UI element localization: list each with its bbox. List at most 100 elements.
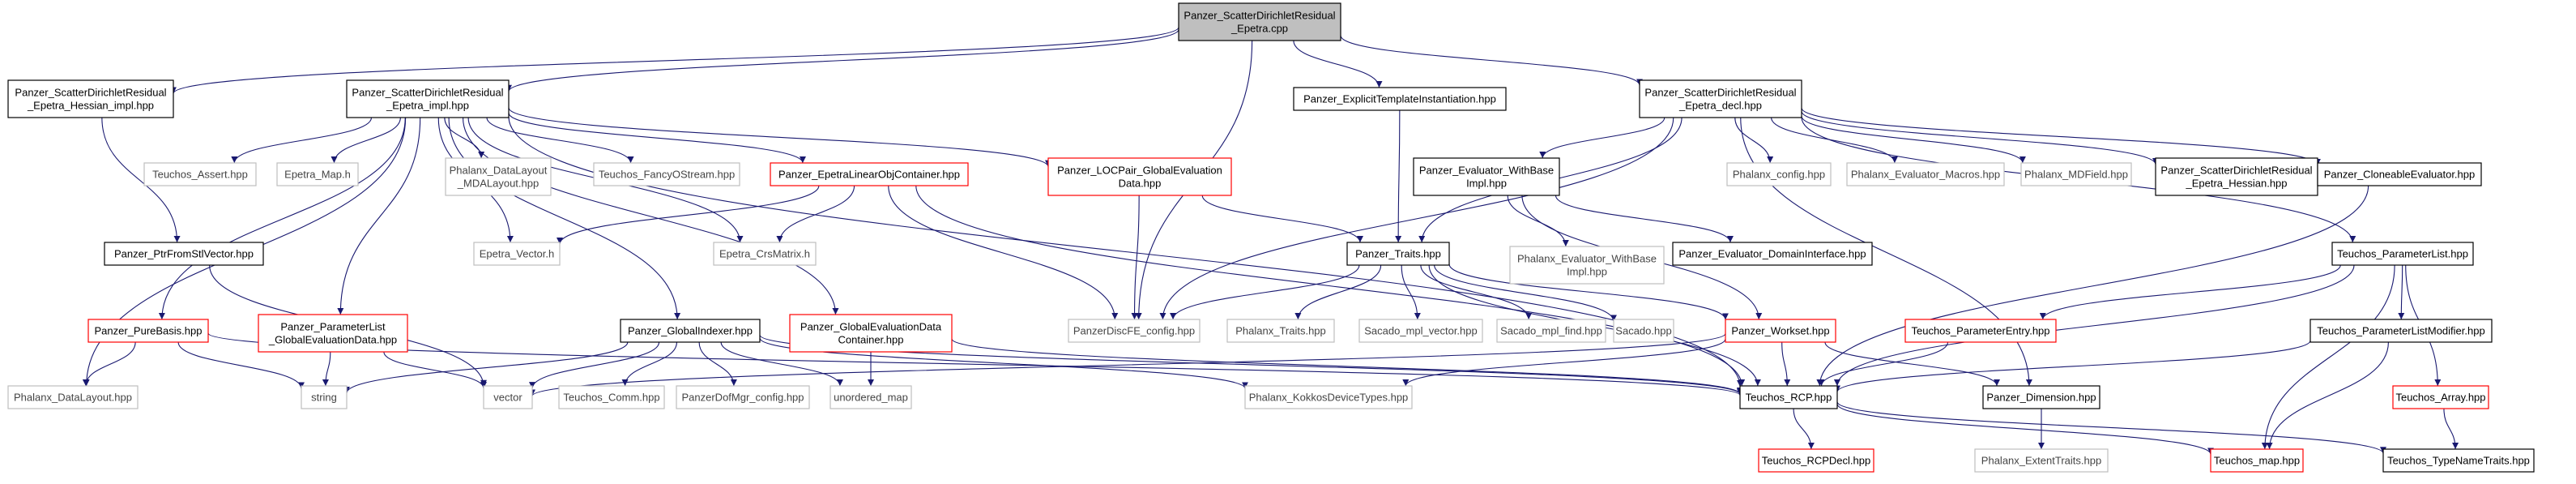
node-label: Phalanx_ExtentTraits.hpp — [1981, 455, 2101, 467]
edge-gindexer-to-comm — [621, 341, 677, 387]
edge-workset-to-vector — [529, 333, 1726, 396]
node-sacado[interactable]: Sacado.hpp — [1613, 319, 1674, 343]
node-domain-iface[interactable]: Panzer_Evaluator_DomainInterface.hpp — [1672, 242, 1873, 266]
node-label: _GlobalEvaluationData.hpp — [268, 334, 397, 346]
node-decl[interactable]: Panzer_ScatterDirichletResidual_Epetra_d… — [1639, 79, 1802, 118]
node-fancy[interactable]: Teuchos_FancyOStream.hpp — [593, 162, 740, 186]
node-box — [770, 162, 969, 186]
node-dimension[interactable]: Panzer_Dimension.hpp — [1982, 385, 2100, 409]
node-label: Teuchos_Array.hpp — [2395, 392, 2485, 404]
node-label: Panzer_Evaluator_WithBase — [1419, 165, 1554, 177]
node-mpl-find[interactable]: Sacado_mpl_find.hpp — [1496, 319, 1606, 343]
node-phx-traits[interactable]: Phalanx_Traits.hpp — [1226, 319, 1335, 343]
edge-gindexer-to-dofmgr — [698, 341, 737, 387]
node-discfe[interactable]: PanzerDiscFE_config.hpp — [1068, 319, 1201, 343]
node-label: Panzer_ScatterDirichletResidual — [1184, 10, 1335, 22]
node-phx-datalayout[interactable]: Phalanx_DataLayout.hpp — [7, 385, 139, 409]
node-mdfield[interactable]: Phalanx_MDField.hpp — [2020, 162, 2132, 186]
node-label: Sacado_mpl_find.hpp — [1500, 325, 1602, 337]
edge-impl-to-pl-ged — [337, 117, 421, 315]
node-gindexer[interactable]: Panzer_GlobalIndexer.hpp — [620, 319, 761, 343]
node-purebasis[interactable]: Panzer_PureBasis.hpp — [87, 319, 209, 343]
node-array[interactable]: Teuchos_Array.hpp — [2392, 385, 2489, 409]
node-label: _Epetra.cpp — [1230, 23, 1288, 35]
node-box — [87, 319, 209, 343]
edge-rcp-to-typename — [1836, 401, 2386, 454]
node-epetra-map[interactable]: Epetra_Map.h — [276, 162, 359, 186]
node-assert[interactable]: Teuchos_Assert.hpp — [143, 162, 257, 186]
node-label: Panzer_ScatterDirichletResidual — [2160, 165, 2312, 177]
node-box — [473, 242, 561, 266]
node-impl[interactable]: Panzer_ScatterDirichletResidual_Epetra_i… — [346, 79, 510, 118]
edge-decl-to-eval-macros — [1771, 117, 1898, 164]
node-box — [483, 385, 533, 409]
edge-impl-to-purebasis — [158, 117, 406, 320]
node-label: Epetra_Vector.h — [480, 248, 555, 260]
node-box — [1726, 162, 1832, 186]
node-box — [2331, 242, 2474, 266]
node-box — [104, 242, 264, 266]
node-label: Panzer_GlobalEvaluationData — [800, 321, 942, 333]
edge-rcp-to-tmap — [1836, 403, 2214, 455]
node-workset[interactable]: Panzer_Workset.hpp — [1725, 319, 1836, 343]
node-traits[interactable]: Panzer_Traits.hpp — [1346, 242, 1450, 266]
edge-paramlist-to-param-entry — [2039, 264, 2341, 320]
node-label: Panzer_Traits.hpp — [1355, 248, 1441, 260]
node-crs[interactable]: Epetra_CrsMatrix.h — [713, 242, 817, 266]
node-param-entry[interactable]: Teuchos_ParameterEntry.hpp — [1904, 319, 2057, 343]
node-dofmgr[interactable]: PanzerDofMgr_config.hpp — [676, 385, 810, 409]
node-label: Teuchos_RCP.hpp — [1746, 392, 1832, 404]
edge-root-to-explicit — [1293, 40, 1383, 88]
node-mdalayout[interactable]: Phalanx_DataLayout_MDALayout.hpp — [445, 157, 552, 196]
node-eval-macros[interactable]: Phalanx_Evaluator_Macros.hpp — [1846, 162, 2005, 186]
node-label: Teuchos_TypeNameTraits.hpp — [2387, 455, 2530, 467]
node-ptrfrom[interactable]: Panzer_PtrFromStlVector.hpp — [104, 242, 264, 266]
edge-traits-to-phx-traits — [1294, 264, 1382, 320]
node-label: Panzer_GlobalIndexer.hpp — [628, 325, 753, 337]
node-umap[interactable]: unordered_map — [830, 385, 912, 409]
edge-eloc-to-discfe — [888, 185, 1119, 320]
node-rcp[interactable]: Teuchos_RCP.hpp — [1739, 385, 1838, 409]
node-label: Panzer_ParameterList — [280, 321, 386, 333]
node-label: Panzer_EpetraLinearObjContainer.hpp — [778, 169, 960, 181]
node-box — [1846, 162, 2005, 186]
node-locpair[interactable]: Panzer_LOCPair_GlobalEvaluationData.hpp — [1047, 157, 1232, 196]
node-box — [1509, 246, 1665, 285]
node-box — [830, 385, 912, 409]
node-paramlist[interactable]: Teuchos_ParameterList.hpp — [2331, 242, 2474, 266]
edge-impl-to-eloc — [508, 112, 806, 164]
node-hessian[interactable]: Panzer_ScatterDirichletResidual_Epetra_H… — [2155, 157, 2318, 196]
node-label: Panzer_PtrFromStlVector.hpp — [114, 248, 254, 260]
node-comm[interactable]: Teuchos_Comm.hpp — [558, 385, 665, 409]
node-extent[interactable]: Phalanx_ExtentTraits.hpp — [1974, 448, 2109, 473]
node-rcpdecl[interactable]: Teuchos_RCPDecl.hpp — [1758, 448, 1874, 473]
node-pl-ged[interactable]: Panzer_ParameterList_GlobalEvaluationDat… — [258, 314, 408, 353]
node-box — [1346, 242, 1450, 266]
node-vector[interactable]: vector — [483, 385, 533, 409]
node-cloneable[interactable]: Panzer_CloneableEvaluator.hpp — [2317, 162, 2482, 186]
node-epetra-vector[interactable]: Epetra_Vector.h — [473, 242, 561, 266]
node-root[interactable]: Panzer_ScatterDirichletResidual_Epetra.c… — [1178, 2, 1341, 41]
node-label: Phalanx_config.hpp — [1733, 169, 1825, 181]
node-mpl-vector[interactable]: Sacado_mpl_vector.hpp — [1358, 319, 1483, 343]
node-typename[interactable]: Teuchos_TypeNameTraits.hpp — [2382, 448, 2535, 473]
node-label: Epetra_CrsMatrix.h — [719, 248, 810, 260]
node-phx-config[interactable]: Phalanx_config.hpp — [1726, 162, 1832, 186]
node-box — [1982, 385, 2100, 409]
edge-impl-to-locpair — [508, 107, 1051, 167]
node-box — [2309, 319, 2493, 343]
node-hessian-impl[interactable]: Panzer_ScatterDirichletResidual_Epetra_H… — [7, 79, 174, 118]
node-kokkos[interactable]: Phalanx_KokkosDeviceTypes.hpp — [1244, 385, 1413, 409]
edge-locpair-to-traits — [1201, 195, 1363, 243]
node-explicit[interactable]: Panzer_ExplicitTemplateInstantiation.hpp — [1293, 87, 1507, 111]
node-tmap[interactable]: Teuchos_map.hpp — [2210, 448, 2304, 473]
node-label: Panzer_ScatterDirichletResidual — [352, 87, 503, 99]
node-eloc[interactable]: Panzer_EpetraLinearObjContainer.hpp — [770, 162, 969, 186]
node-label: Panzer_Evaluator_DomainInterface.hpp — [1678, 248, 1866, 260]
node-pl-modifier[interactable]: Teuchos_ParameterListModifier.hpp — [2309, 319, 2493, 343]
edge-decl-to-hessian — [1801, 110, 2159, 165]
node-string[interactable]: string — [301, 385, 348, 409]
